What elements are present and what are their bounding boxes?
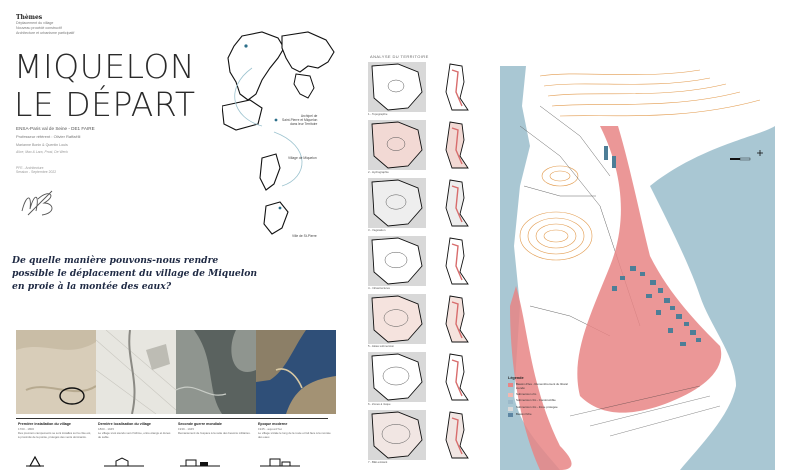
students-line: Marianne Bonin & Quentin Louis [16, 143, 68, 147]
theme-line: Architecture et urbanisme participatif [16, 31, 75, 35]
timeline-label-4: Epoque moderne [258, 422, 288, 426]
timeline-photo-3 [176, 330, 256, 414]
analysis-title: ANALYSE DU TERRITOIRE [370, 54, 429, 59]
timeline-photo-2 [96, 330, 176, 414]
legend-item: Bassin d'iles - Remembrement du littoral… [508, 382, 572, 390]
analysis-thumbnail [368, 410, 426, 460]
label-village: Village de Miquelon [288, 156, 317, 160]
legend-swatch [508, 406, 513, 411]
analysis-thumbnail [368, 120, 426, 170]
timeline-desc-1: Des premiers campements se sont installé… [18, 431, 92, 439]
timeline-photo-4 [256, 330, 336, 414]
timeline-label-2: Dernière localisation du village [98, 422, 151, 426]
project-meta: ENSA-Paris val de Seine - DE1 FAIRE Prof… [16, 126, 206, 174]
timeline-desc-3: Remaniement de l'espace à la suite des b… [178, 431, 251, 435]
theme-line: Nouveau procédé constructif [16, 26, 62, 30]
legend-item: Submersion 2m [508, 391, 572, 397]
analysis-thumbnail [434, 178, 492, 228]
timeline-label-3: Seconde guerre mondiale [178, 422, 222, 426]
analysis-caption: 6 - Zones à risque [368, 402, 391, 406]
bunker-section-icon [180, 459, 220, 467]
authors-line: Alice, Max & Lara, Prost, De Weck [16, 150, 68, 154]
analysis-caption: 2 - Hydrographie [368, 170, 389, 174]
timeline-date-3: 1939 - 1945 [178, 427, 195, 431]
subtitle-line-2: Session - Septembre 2022 [16, 170, 57, 174]
site-map [500, 66, 775, 470]
modern-section-icon [260, 458, 300, 467]
timeline: Première installation du village Dernièr… [16, 330, 336, 470]
legend-swatch [508, 383, 513, 388]
legend-label: Bassin d'iles - Remembrement du littoral… [516, 382, 568, 390]
analysis-panel: ANALYSE DU TERRITOIRE 1 - Topographie 2 -… [362, 52, 496, 470]
legend-title: Légende [508, 376, 524, 380]
legend-item: Bassin fiche [508, 412, 572, 418]
analysis-caption: 3 - Végétation [368, 228, 386, 232]
school-line: ENSA-Paris val de Seine - DE1 FAIRE [16, 126, 95, 131]
analysis-thumbnail [368, 62, 426, 112]
legend-item: Submersion 3m - Constructible [508, 398, 572, 404]
house-section-icon [104, 457, 144, 467]
timeline-desc-2: Le village s'est étendu vers l'isthme, e… [98, 431, 171, 439]
subtitle-line-1: PFE - Architecture [16, 166, 44, 170]
themes-heading: Thèmes [16, 14, 43, 21]
timeline-date-2: 1800 - 1945 [98, 427, 115, 431]
timeline-desc-4: Le village s'étale le long de la route e… [258, 431, 331, 439]
title-line-1: MIQUELON [14, 47, 196, 86]
map-legend: Légende Bassin d'iles - Remembrement du … [508, 376, 572, 420]
legend-label: Submersion 2m [516, 391, 537, 396]
legend-swatch [508, 413, 513, 418]
analysis-thumbnail [434, 352, 492, 402]
analysis-thumbnail [368, 352, 426, 402]
title-line-2: LE DÉPART [14, 85, 196, 124]
analysis-thumbnail [434, 62, 492, 112]
north-scale-icon [730, 150, 763, 161]
analysis-thumbnail [368, 236, 426, 286]
research-question: De quelle manière pouvons-nous rendre po… [12, 255, 258, 292]
label-ville: Ville de St-Pierre [292, 234, 317, 238]
main-title: MIQUELON LE DÉPART [14, 48, 196, 124]
label-archipel: Archipel de Saint-Pierre et Miquelon dan… [282, 114, 318, 127]
analysis-thumbnail [434, 236, 492, 286]
analysis-thumbnail [434, 410, 492, 460]
analysis-caption: 7 - Bâti existant [368, 460, 388, 464]
legend-item: Submersion 4m - Zone protégée [508, 405, 572, 411]
analysis-thumbnail [434, 120, 492, 170]
timeline-date-4: 1945 - aujourd'hui [258, 427, 282, 431]
referent-line: Professeur référent : Olivier Raffaëlli [16, 134, 81, 139]
analysis-thumbnail [434, 294, 492, 344]
legend-label: Bassin fiche [516, 412, 532, 417]
analysis-thumbnail [368, 178, 426, 228]
legend-label: Submersion 4m - Zone protégée [516, 405, 558, 410]
left-panel: Thèmes Déplacement du village Nouveau pr… [0, 0, 352, 475]
timeline-axis [16, 418, 328, 419]
timeline-date-1: 1700 - 1800 [18, 427, 35, 431]
tent-icon [26, 455, 44, 467]
legend-label: Submersion 3m - Constructible [516, 398, 556, 403]
analysis-thumbnail [368, 294, 426, 344]
analysis-caption: 5 - Aléas submersion [368, 344, 395, 348]
analysis-caption: 4 - Infrastructures [368, 286, 390, 290]
analysis-caption: 1 - Topographie [368, 112, 388, 116]
legend-swatch [508, 399, 513, 404]
signature-icon [21, 190, 53, 216]
themes-block: Thèmes Déplacement du village Nouveau pr… [16, 14, 156, 36]
theme-line: Déplacement du village [16, 21, 54, 25]
timeline-photo-1 [16, 330, 96, 414]
legend-swatch [508, 392, 513, 397]
world-map [222, 31, 335, 235]
timeline-label-1: Première installation du village [18, 422, 71, 426]
